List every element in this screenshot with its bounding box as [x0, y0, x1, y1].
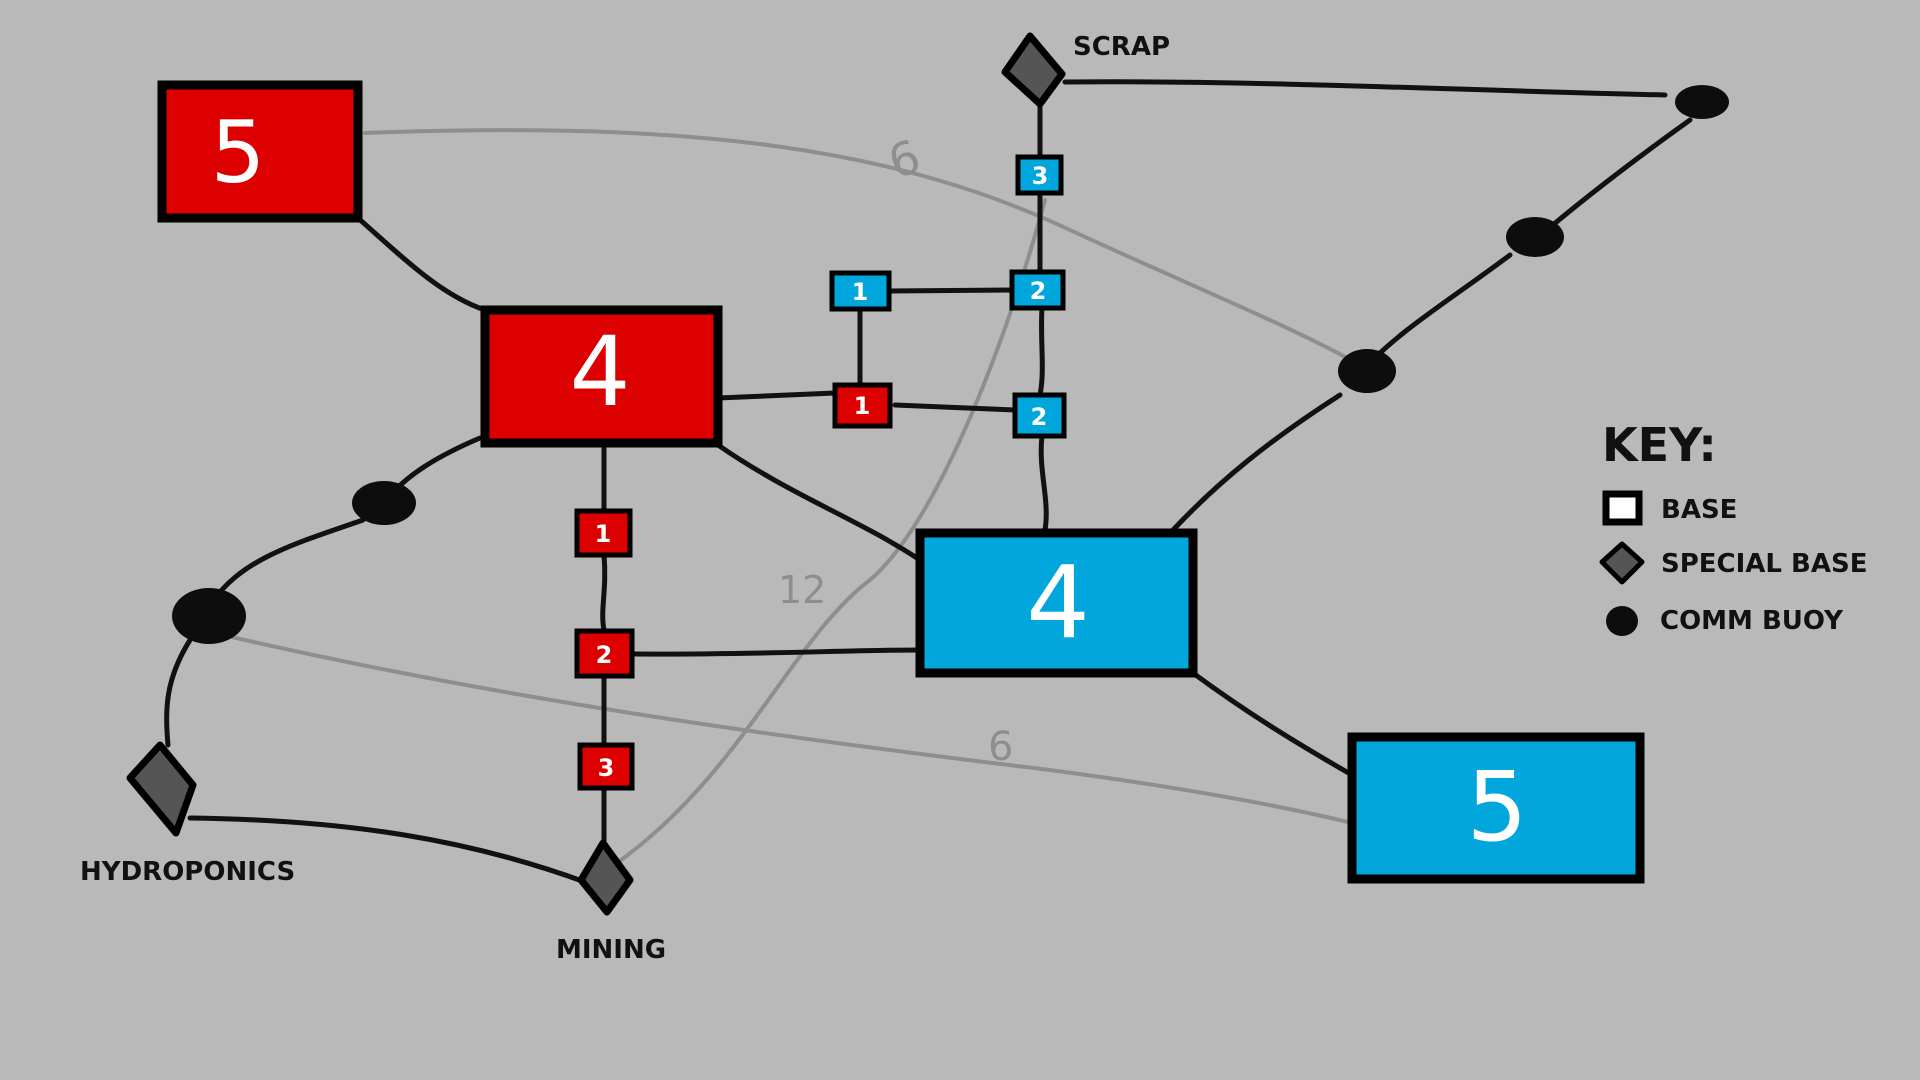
- key-special-base-icon: [1599, 541, 1645, 585]
- distance-top-arc-label: 6: [881, 129, 927, 190]
- special-base-hydroponics-icon[interactable]: [126, 741, 197, 837]
- node-red-right-1[interactable]: 1: [832, 382, 893, 429]
- node-blue-top-3[interactable]: 3: [1015, 154, 1064, 196]
- comm-buoy-2-icon[interactable]: [1506, 217, 1564, 257]
- long-route-red5-to-buoy: [363, 128, 1367, 370]
- long-routes: [208, 128, 1367, 872]
- base-red-4[interactable]: 4: [480, 305, 723, 448]
- node-blue-mid-1-value: 1: [852, 278, 869, 306]
- comm-buoy-4-icon[interactable]: [352, 481, 416, 525]
- long-route-mining-to-scrap: [605, 198, 1047, 872]
- comm-buoy-5-icon[interactable]: [172, 588, 246, 644]
- node-blue-top-3-value: 3: [1032, 162, 1049, 190]
- node-red-down-1-value: 1: [595, 520, 612, 548]
- node-blue-mid-1[interactable]: 1: [829, 270, 892, 312]
- key-comm-buoy-icon: [1606, 606, 1638, 636]
- link-node-blue-low-2-blue4: [1038, 433, 1049, 533]
- links: [164, 79, 1693, 885]
- node-red-down-2[interactable]: 2: [574, 628, 635, 679]
- special-base-scrap-label: SCRAP: [1073, 32, 1170, 62]
- key-base-icon: [1602, 490, 1643, 526]
- node-red-down-1[interactable]: 1: [574, 508, 633, 558]
- special-base-scrap-icon[interactable]: [1001, 32, 1066, 108]
- comm-buoy-3-icon[interactable]: [1338, 349, 1396, 393]
- base-blue-4-value: 4: [1026, 544, 1090, 661]
- special-base-hydroponics-label: HYDROPONICS: [80, 857, 295, 887]
- link-red5-red4: [355, 215, 488, 313]
- base-red-5[interactable]: 5: [157, 80, 363, 223]
- link-buoy-3-blue4: [1170, 392, 1343, 533]
- node-blue-mid-2-value: 2: [1030, 277, 1047, 305]
- special-base-mining-label: MINING: [556, 935, 666, 965]
- link-node-red-down-1-node-red-down-2: [600, 552, 608, 633]
- link-node-blue-mid-1-node-blue-mid-2: [886, 287, 1015, 294]
- base-blue-5-value: 5: [1466, 751, 1527, 863]
- link-node-blue-mid-2-node-blue-low-2: [1037, 305, 1045, 398]
- special-base-mining-icon[interactable]: [577, 839, 634, 916]
- key-legend: KEY: BASE SPECIAL BASE COMM BUOY: [1599, 418, 1867, 636]
- link-red4-blue4: [715, 442, 923, 563]
- link-red4-node-red-right-1: [715, 390, 838, 401]
- link-hydroponics-mining: [187, 815, 588, 885]
- base-blue-5[interactable]: 5: [1347, 732, 1645, 884]
- node-blue-mid-2[interactable]: 2: [1009, 269, 1066, 311]
- link-node-red-down-2-blue4: [629, 647, 923, 657]
- link-buoy-4-buoy-5: [207, 517, 366, 608]
- base-red-4-value: 4: [569, 316, 630, 428]
- node-blue-low-2[interactable]: 2: [1012, 392, 1067, 439]
- link-node-red-right-1-node-blue-low-2: [892, 402, 1018, 413]
- link-buoy-2-buoy-3: [1362, 252, 1513, 371]
- link-scrap-buoy-1: [1062, 79, 1668, 98]
- node-red-down-2-value: 2: [596, 641, 613, 669]
- link-blue4-blue5: [1190, 670, 1355, 778]
- long-route-buoy-to-blue5: [208, 630, 1362, 827]
- node-red-down-3-value: 3: [598, 754, 615, 782]
- comm-buoy-1-icon[interactable]: [1675, 85, 1729, 119]
- key-special-base-label: SPECIAL BASE: [1661, 549, 1867, 579]
- key-comm-buoy-label: COMM BUOY: [1660, 606, 1844, 636]
- distance-diagonal-label: 12: [778, 568, 826, 612]
- link-buoy-1-buoy-2: [1532, 117, 1693, 243]
- distance-bottom-arc-label: 6: [988, 724, 1013, 770]
- node-red-down-3[interactable]: 3: [577, 742, 635, 791]
- base-red-5-value: 5: [211, 103, 266, 203]
- base-blue-4[interactable]: 4: [915, 528, 1198, 678]
- key-base-label: BASE: [1661, 495, 1737, 525]
- node-red-right-1-value: 1: [854, 392, 871, 420]
- node-blue-low-2-value: 2: [1031, 403, 1048, 431]
- key-title: KEY:: [1602, 418, 1717, 472]
- link-buoy-5-hydroponics: [164, 637, 193, 748]
